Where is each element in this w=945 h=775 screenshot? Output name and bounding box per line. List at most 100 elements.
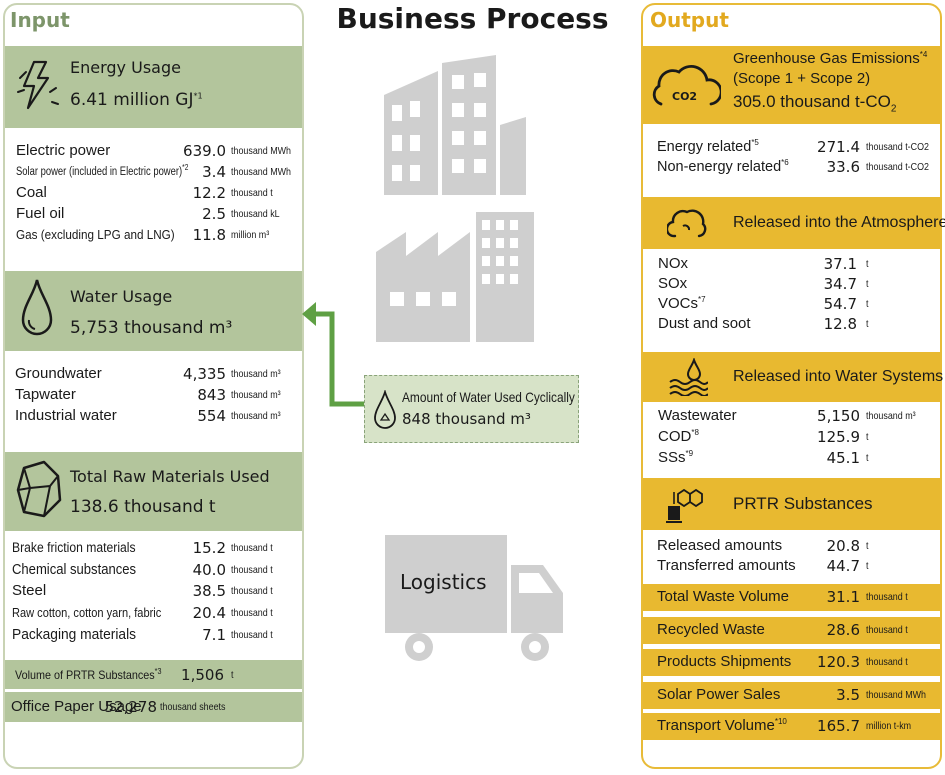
atmosphere-row-unit: t: [866, 298, 869, 310]
energy-row-value: 11.8: [192, 226, 226, 244]
recycle-drop-icon: [374, 390, 396, 429]
ghg-scope: (Scope 1 + Scope 2): [733, 70, 871, 87]
total-value: 31.1: [826, 588, 860, 606]
paper-value: 52,278: [104, 698, 158, 716]
total-label: Products Shipments: [657, 653, 792, 670]
total-unit: thousand t: [866, 624, 908, 636]
water-row-value: 554: [197, 407, 226, 425]
atmosphere-row-label: VOCs*7: [658, 295, 706, 312]
raw-row-value: 38.5: [192, 582, 226, 601]
water-row-unit: thousand m³: [231, 410, 281, 422]
water-row-unit: thousand m³: [231, 389, 281, 401]
water-band: [5, 271, 302, 351]
lightning-icon: [17, 60, 59, 110]
energy-row-label: Gas (excluding LPG and LNG): [16, 227, 175, 242]
raw-value: 138.6 thousand t: [70, 497, 216, 517]
water-systems-row-label: SSs*9: [658, 449, 694, 466]
prtr-input-label: Volume of PRTR Substances*3: [15, 667, 162, 683]
water-systems-title: Released into Water Systems: [733, 368, 944, 385]
water-systems-row-unit: t: [866, 452, 869, 464]
total-label: Total Waste Volume: [657, 588, 790, 605]
atmosphere-row-unit: t: [866, 258, 869, 270]
water-systems-row-value: 45.1: [826, 449, 860, 467]
water-row-value: 4,335: [183, 365, 226, 383]
raw-band: [5, 452, 302, 531]
logistics-label: Logistics: [400, 570, 487, 594]
water-systems-row-value: 125.9: [817, 428, 860, 446]
raw-row-unit: thousand t: [231, 542, 273, 554]
raw-title: Total Raw Materials Used: [70, 467, 270, 486]
co2-cloud-icon: [652, 64, 721, 106]
water-drop-icon: [21, 279, 53, 336]
ghg-band: [643, 46, 940, 124]
water-systems-row-label: Wastewater: [658, 407, 737, 424]
energy-row-unit: thousand kL: [231, 208, 280, 220]
energy-row-value: 639.0: [183, 142, 226, 160]
ghg-row-label: Non-energy related*6: [657, 158, 789, 175]
prtr-input-unit: t: [231, 669, 234, 681]
raw-row-label: Brake friction materials: [12, 540, 136, 555]
prtr-output-row-label: Released amounts: [657, 537, 783, 554]
atmosphere-row-value: 34.7: [823, 275, 857, 293]
prtr-output-title: PRTR Substances: [733, 494, 873, 513]
water-value: 5,753 thousand m³: [70, 318, 233, 338]
output-panel: [641, 3, 942, 769]
atmosphere-row-value: 54.7: [823, 295, 857, 313]
total-unit: thousand t: [866, 656, 908, 668]
raw-row-value: 20.4: [192, 604, 226, 623]
raw-row-unit: thousand t: [231, 607, 273, 620]
water-waves-icon: [669, 358, 708, 396]
raw-row-label: Raw cotton, cotton yarn, fabric: [12, 605, 162, 621]
truck-icon: [385, 535, 563, 661]
water-systems-band: [643, 352, 940, 402]
energy-row-label: Coal: [16, 184, 47, 201]
water-row-unit: thousand m³: [231, 368, 281, 380]
raw-row-unit: thousand t: [231, 563, 273, 576]
energy-title: Energy Usage: [70, 58, 181, 77]
paper-label: Office Paper Usage: [11, 698, 142, 715]
ghg-row-unit: thousand t-CO2: [866, 161, 930, 173]
ghg-title: Greenhouse Gas Emissions*4: [733, 50, 928, 67]
atmosphere-row-label: Dust and soot: [658, 315, 751, 332]
prtr-output-row-value: 20.8: [826, 537, 860, 555]
total-band: [643, 617, 940, 644]
water-systems-row-label: COD*8: [658, 428, 699, 445]
total-label: Transport Volume*10: [657, 717, 787, 734]
raw-row-unit: thousand t: [231, 628, 273, 641]
water-row-value: 843: [197, 386, 226, 404]
ghg-row-value: 271.4: [817, 138, 860, 156]
ghg-value: 305.0 thousand t-CO2: [733, 92, 897, 115]
total-band: [643, 713, 940, 740]
total-value: 165.7: [817, 717, 860, 735]
total-unit: thousand MWh: [866, 689, 927, 701]
water-row-label: Industrial water: [15, 407, 117, 424]
raw-row-label: Packaging materials: [12, 626, 137, 643]
office-building-icon: [384, 55, 526, 195]
prtr-input-band: [5, 660, 302, 689]
total-value: 28.6: [826, 621, 860, 639]
smoke-cloud-icon: [667, 209, 707, 238]
raw-row-unit: thousand t: [231, 585, 273, 598]
energy-band: [5, 46, 302, 128]
water-title: Water Usage: [70, 287, 173, 306]
atmosphere-row-value: 12.8: [823, 315, 857, 333]
energy-row-label: Electric power: [16, 142, 111, 159]
cyclic-water-value: 848 thousand m³: [402, 410, 531, 428]
total-band: [643, 649, 940, 676]
water-systems-row-unit: thousand m³: [866, 410, 916, 422]
total-unit: thousand t: [866, 591, 908, 603]
total-value: 120.3: [817, 653, 860, 671]
energy-value: 6.41 million GJ*1: [70, 90, 203, 110]
atmosphere-row-label: NOx: [658, 255, 688, 272]
prtr-output-row-unit: t: [866, 560, 869, 572]
water-systems-row-unit: t: [866, 431, 869, 443]
cyclic-water-box: [364, 375, 579, 443]
co2-label: CO2: [672, 90, 698, 103]
atmosphere-row-unit: t: [866, 278, 869, 290]
energy-row-unit: thousand t: [231, 187, 273, 199]
water-row-label: Tapwater: [15, 386, 76, 403]
atmosphere-row-value: 37.1: [823, 255, 857, 273]
raw-row-label: Steel: [12, 582, 47, 600]
factory-icon: [376, 212, 534, 342]
cyclic-water-label: Amount of Water Used Cyclically: [402, 389, 575, 405]
